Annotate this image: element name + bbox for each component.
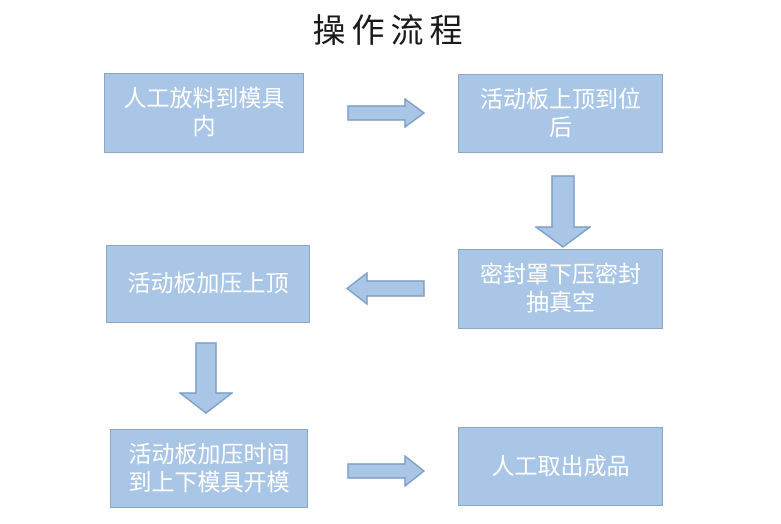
arrow-down-step2-to-step3-icon: [535, 175, 591, 248]
arrow-right-step1-to-step2-icon: [347, 98, 425, 128]
flow-step-plate-pressurize: 活动板加压上顶: [106, 245, 310, 323]
flow-step-load-material: 人工放料到模具 内: [104, 73, 304, 153]
flow-step-plate-top-in-place: 活动板上顶到位 后: [458, 74, 663, 153]
flow-step-remove-product: 人工取出成品: [458, 427, 663, 506]
flow-step-seal-vacuum: 密封罩下压密封 抽真空: [458, 249, 663, 329]
arrow-right-step5-to-step6-icon: [347, 455, 425, 487]
flow-step-open-mold: 活动板加压时间 到上下模具开模: [110, 429, 308, 508]
arrow-down-step4-to-step5-icon: [179, 342, 233, 414]
arrow-left-step3-to-step4-icon: [346, 272, 425, 305]
page-title: 操作流程: [312, 11, 469, 50]
